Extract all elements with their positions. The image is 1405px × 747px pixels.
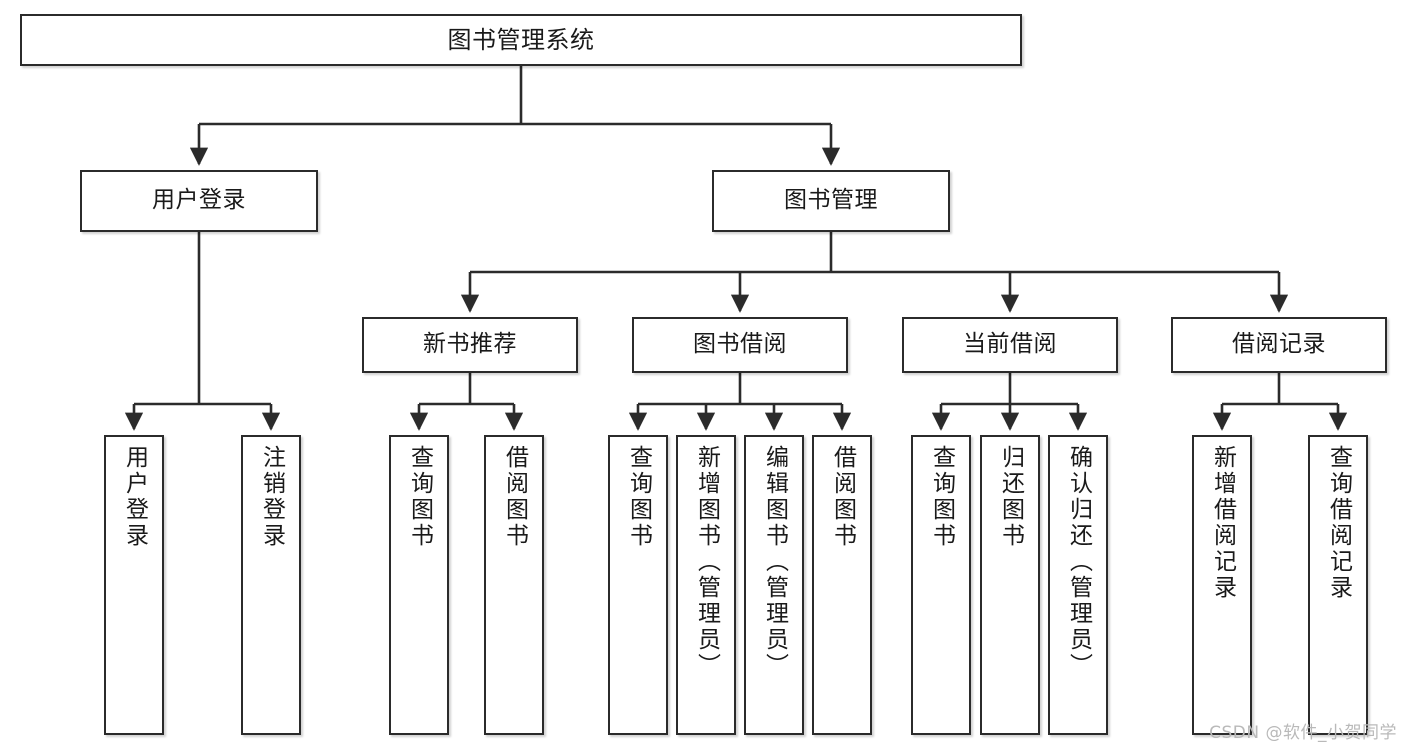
node-label: 图书借阅 bbox=[693, 331, 787, 358]
node-book-management[interactable]: 图书管理 bbox=[712, 170, 950, 232]
node-label: 新书推荐 bbox=[423, 331, 517, 358]
leaf-node[interactable]: 归还图书 bbox=[980, 435, 1040, 735]
node-label: 归还图书 bbox=[997, 445, 1024, 549]
node-borrow-record[interactable]: 借阅记录 bbox=[1171, 317, 1387, 373]
node-label: 借阅记录 bbox=[1232, 331, 1326, 358]
leaf-node[interactable]: 注销登录 bbox=[241, 435, 301, 735]
node-label: 用户登录 bbox=[152, 187, 246, 214]
leaf-node[interactable]: 编辑图书（管理员） bbox=[744, 435, 804, 735]
node-book-borrow[interactable]: 图书借阅 bbox=[632, 317, 848, 373]
node-label: 查询图书 bbox=[625, 445, 652, 549]
node-label: 当前借阅 bbox=[963, 331, 1057, 358]
node-user-login[interactable]: 用户登录 bbox=[80, 170, 318, 232]
node-label: 确认归还（管理员） bbox=[1065, 445, 1092, 679]
leaf-node[interactable]: 查询图书 bbox=[608, 435, 668, 735]
node-new-book-recommend[interactable]: 新书推荐 bbox=[362, 317, 578, 373]
node-label: 注销登录 bbox=[258, 445, 285, 549]
node-label: 查询借阅记录 bbox=[1325, 445, 1352, 601]
leaf-node[interactable]: 借阅图书 bbox=[812, 435, 872, 735]
leaf-node[interactable]: 查询图书 bbox=[911, 435, 971, 735]
node-label: 查询图书 bbox=[928, 445, 955, 549]
node-label: 查询图书 bbox=[406, 445, 433, 549]
leaf-node[interactable]: 查询图书 bbox=[389, 435, 449, 735]
node-label: 图书管理 bbox=[784, 187, 878, 214]
node-label: 新增图书（管理员） bbox=[693, 445, 720, 679]
leaf-node[interactable]: 新增图书（管理员） bbox=[676, 435, 736, 735]
node-label: 借阅图书 bbox=[829, 445, 856, 549]
node-label: 用户登录 bbox=[121, 445, 148, 549]
leaf-node[interactable]: 用户登录 bbox=[104, 435, 164, 735]
node-label: 编辑图书（管理员） bbox=[761, 445, 788, 679]
node-root-system[interactable]: 图书管理系统 bbox=[20, 14, 1022, 66]
leaf-node[interactable]: 新增借阅记录 bbox=[1192, 435, 1252, 735]
leaf-node[interactable]: 确认归还（管理员） bbox=[1048, 435, 1108, 735]
node-label: 图书管理系统 bbox=[447, 25, 595, 54]
node-label: 借阅图书 bbox=[501, 445, 528, 549]
node-label: 新增借阅记录 bbox=[1209, 445, 1236, 601]
leaf-node[interactable]: 借阅图书 bbox=[484, 435, 544, 735]
node-current-borrow[interactable]: 当前借阅 bbox=[902, 317, 1118, 373]
csdn-watermark: CSDN @软件_小贺同学 bbox=[1209, 723, 1397, 743]
leaf-node[interactable]: 查询借阅记录 bbox=[1308, 435, 1368, 735]
